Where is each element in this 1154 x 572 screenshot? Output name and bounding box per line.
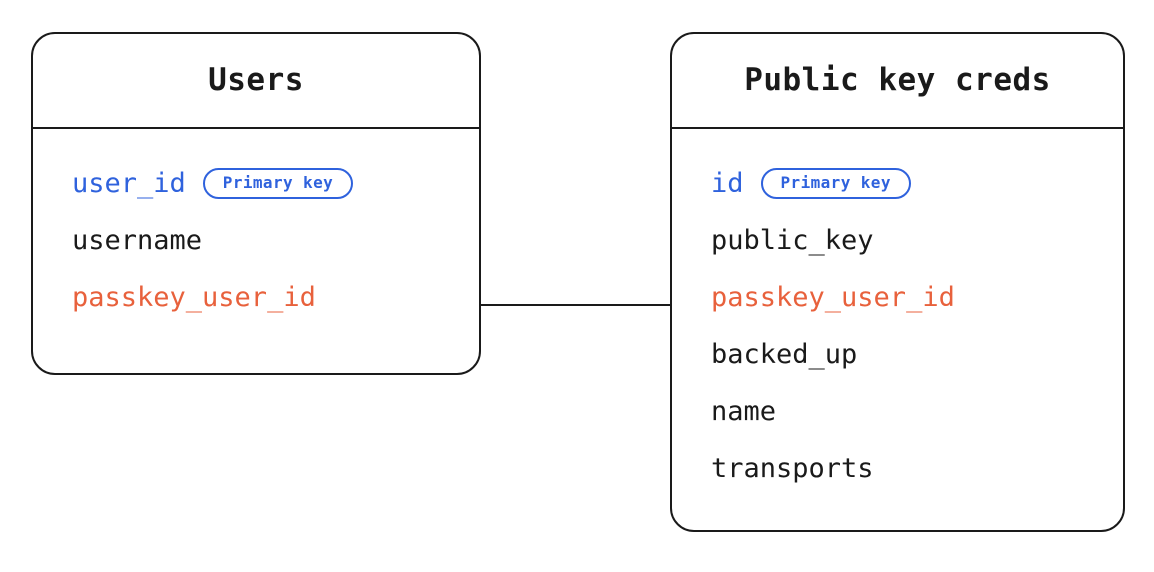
field-row[interactable]: transports bbox=[672, 440, 1123, 497]
entity-title: Public key creds bbox=[744, 62, 1051, 98]
field-row[interactable]: passkey_user_id bbox=[33, 269, 479, 326]
field-name: backed_up bbox=[711, 339, 858, 370]
field-name: transports bbox=[711, 453, 874, 484]
entity-header-public-key-creds: Public key creds bbox=[672, 34, 1123, 129]
field-name: passkey_user_id bbox=[711, 282, 955, 313]
entity-title: Users bbox=[208, 62, 304, 98]
field-row[interactable]: public_key bbox=[672, 212, 1123, 269]
primary-key-badge: Primary key bbox=[760, 168, 911, 199]
field-row[interactable]: name bbox=[672, 383, 1123, 440]
entity-fields-users: user_id Primary key username passkey_user_i… bbox=[33, 129, 479, 373]
entity-card-users[interactable]: Users user_id Primary key username passkey_u… bbox=[31, 32, 481, 375]
entity-header-users: Users bbox=[33, 34, 479, 129]
field-row[interactable]: passkey_user_id bbox=[672, 269, 1123, 326]
primary-key-badge: Primary key bbox=[202, 168, 354, 199]
field-name: public_key bbox=[711, 225, 874, 256]
relationship-connector bbox=[481, 304, 670, 306]
field-row[interactable]: user_id Primary key bbox=[33, 155, 479, 212]
field-row[interactable]: id Primary key bbox=[672, 155, 1123, 212]
field-row[interactable]: backed_up bbox=[672, 326, 1123, 383]
field-name: user_id bbox=[72, 168, 186, 199]
field-name: passkey_user_id bbox=[72, 282, 316, 313]
field-name: username bbox=[72, 225, 203, 256]
field-row[interactable]: username bbox=[33, 212, 479, 269]
field-name: name bbox=[711, 396, 777, 427]
field-name: id bbox=[711, 168, 744, 199]
